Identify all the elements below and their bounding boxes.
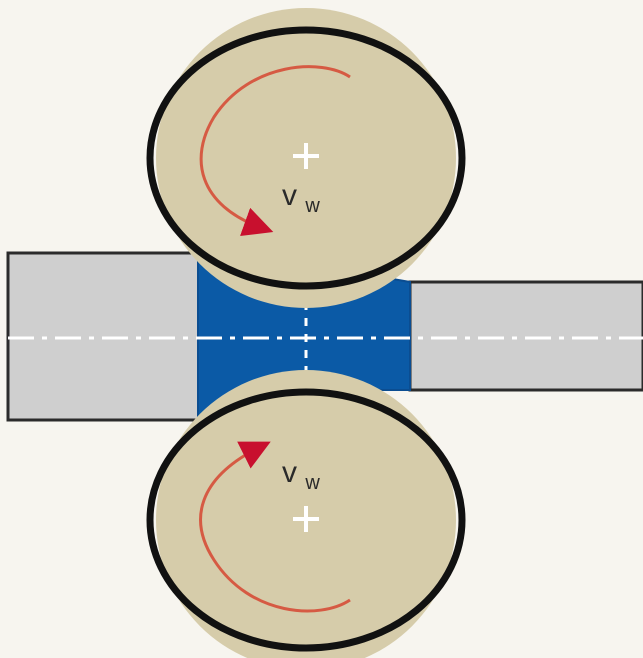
- top-roll-rotation-arrow: [199, 65, 351, 237]
- bottom-roll: v w: [146, 370, 466, 658]
- bottom-roll-label: v w: [282, 456, 320, 494]
- top-roll-outline: [146, 26, 466, 290]
- exit-strip: [408, 280, 643, 392]
- bottom-roll-center-mark: [293, 506, 319, 532]
- top-roll-center-mark: [293, 143, 319, 169]
- top-roll-label: v w: [282, 179, 320, 217]
- bottom-roll-label-sub: w: [304, 472, 320, 494]
- bottom-roll-rotation-arrow: [199, 441, 351, 613]
- top-roll-label-main: v: [282, 179, 297, 212]
- bottom-roll-label-main: v: [282, 456, 297, 489]
- top-roll-label-sub: w: [304, 195, 320, 217]
- top-roll: v w: [146, 8, 466, 308]
- bottom-roll-outline: [146, 388, 466, 652]
